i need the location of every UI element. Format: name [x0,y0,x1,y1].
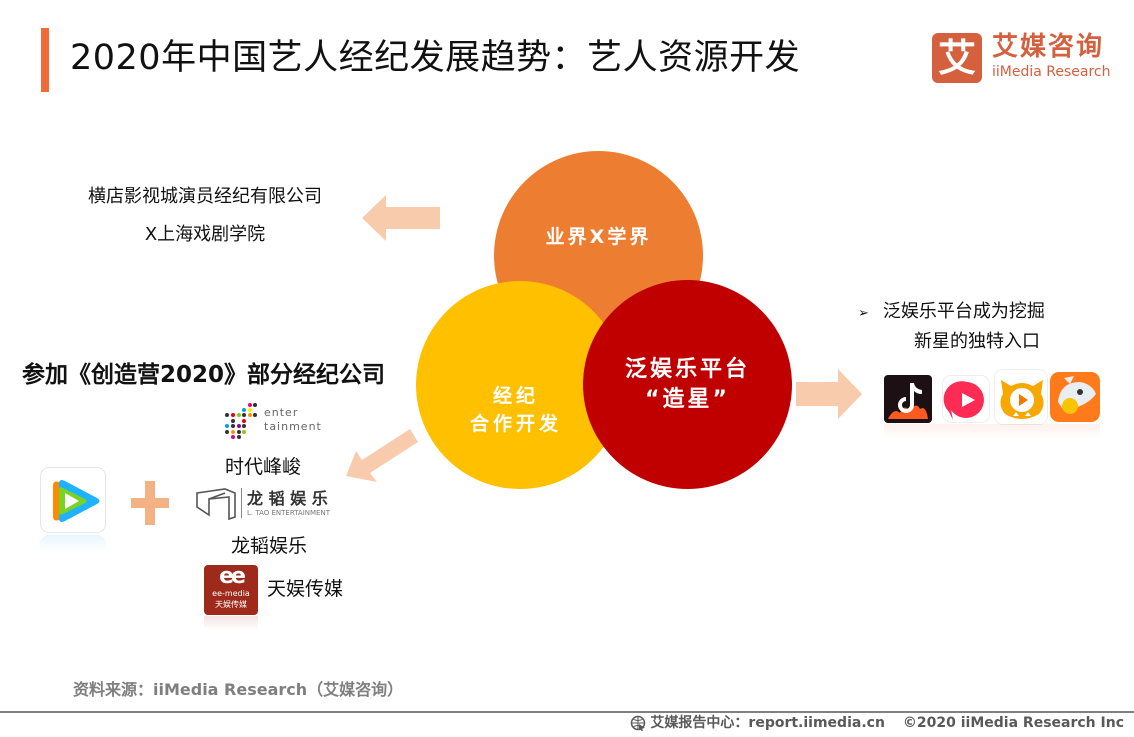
tf-logo-text-2: tainment [264,420,322,433]
circle-label-line1: 经纪 [492,385,539,407]
bullet-arrow-icon: ➢ [858,306,869,321]
huya-icon [994,369,1048,425]
logo-mark-icon: 艾 [932,33,982,83]
douyin-huoshan-icon [884,375,932,423]
arrow-down-left-icon [346,429,418,482]
data-source: 资料来源：iiMedia Research（艾媒咨询） [73,680,404,699]
logo-name-cn: 艾媒咨询 [992,32,1105,62]
copyright: ©2020 iiMedia Research Inc [902,715,1124,731]
creation-camp-heading: 参加《创造营2020》部分经纪公司 [22,362,386,388]
circle-label-line2: “造星” [645,386,730,412]
hengdian-text: 横店影视城演员经纪有限公司 [88,186,322,207]
platform-desc-line2: 新星的独特入口 [914,331,1040,352]
page-title: 2020年中国艺人经纪发展趋势：艺人资源开发 [70,38,801,78]
company-name-ee-media: 天娱传媒 [267,578,344,600]
weishi-icon [942,375,990,423]
tencent-video-reflection [40,535,106,553]
circle-label-line2: 合作开发 [469,413,562,435]
circle-label: 业界X学界 [545,226,652,248]
brand-logo: 艾 艾媒咨询 iiMedia Research [932,32,1112,84]
tencent-video-icon [40,467,106,533]
circle-platform-star-making: 泛娱乐平台 “造星” [583,280,792,489]
ee-media-logo: ee ee-media 天娱传媒 [204,565,258,615]
footer-credits: 艾媒报告中心：report.iimedia.cn ©2020 iiMedia R… [630,713,1124,733]
tf-logo-text-1: enter [264,406,299,419]
circle-label-line1: 泛娱乐平台 [624,356,750,382]
arrow-right-icon [796,369,862,419]
ee-media-reflection [204,616,258,630]
tf-dots-icon [225,403,257,439]
title-accent-bar [41,28,49,92]
ee-mark-icon: ee [219,565,246,589]
longtao-logo-en: L. TAO ENTERTAINMENT [247,509,330,517]
longtao-divider [241,488,242,518]
app-icons-reflection [884,424,1100,438]
ee-logo-text-1: ee-media [212,589,250,598]
footer-divider [0,711,1134,713]
arrow-left-icon [362,195,440,241]
report-center-link[interactable]: 艾媒报告中心：report.iimedia.cn [650,715,885,731]
company-name-longtao: 龙韬娱乐 [231,535,308,557]
douyu-icon [1050,372,1100,422]
platform-description: ➢ 泛娱乐平台成为挖掘 新星的独特入口 [858,298,1108,356]
longtao-logo: 龙 韬 娱 乐 L. TAO ENTERTAINMENT [195,485,345,523]
globe-cursor-icon [631,715,646,731]
platform-desc-line1: 泛娱乐平台成为挖掘 [882,301,1045,322]
shanghai-theatre-text: X上海戏剧学院 [144,224,266,245]
longtao-mark-icon [196,488,236,521]
plus-icon [131,481,169,525]
company-name-tf: 时代峰峻 [225,456,302,478]
ee-logo-text-2: 天娱传媒 [215,600,247,609]
logo-name-en: iiMedia Research [992,64,1111,80]
longtao-logo-cn: 龙 韬 娱 乐 [247,489,328,508]
tf-entertainment-logo: enter tainment [224,402,324,442]
